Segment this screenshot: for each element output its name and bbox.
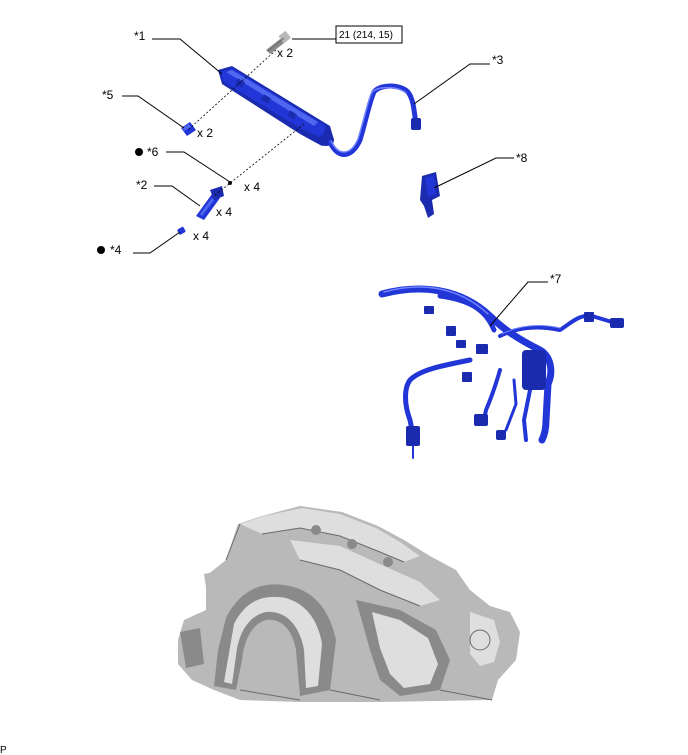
leader-4 [133,231,181,254]
callout-2: *2 [136,178,148,192]
engine-wire-harness [378,285,624,459]
leader-7 [489,281,548,327]
leader-2 [154,185,201,207]
callout-4: *4 [110,243,122,257]
insulator-part-5 [181,122,196,136]
callout-7: *7 [550,272,562,286]
qty-part-4: x 4 [193,229,209,243]
callout-3: *3 [492,53,504,67]
qty-bolt: x 2 [277,46,293,60]
fuel-tube [327,83,421,157]
callout-8: *8 [516,151,528,165]
torque-box [335,25,403,44]
bolt [266,31,291,54]
qty-part-6: x 4 [244,180,260,194]
callout-1: *1 [134,29,146,43]
qty-part-5: x 2 [197,126,213,140]
engine-assembly [178,506,520,702]
replace-marker-6-icon [135,148,143,156]
callout-5: *5 [102,88,114,102]
alignment-line-injector [213,123,305,197]
qty-part-2: x 4 [216,205,232,219]
fuel-delivery-pipe [218,66,334,146]
bracket-part-8 [420,172,440,218]
fuel-injector-part-2 [196,186,224,220]
corner-mark: P [0,745,7,755]
replace-marker-4-icon [97,246,105,254]
callout-6: *6 [147,145,159,159]
leader-3 [413,63,490,105]
torque-value: 21 (214, 15) [339,30,393,41]
leader-5 [122,95,185,129]
leader-8 [433,157,514,189]
leader-6 [166,151,231,183]
leader-1 [152,38,223,75]
